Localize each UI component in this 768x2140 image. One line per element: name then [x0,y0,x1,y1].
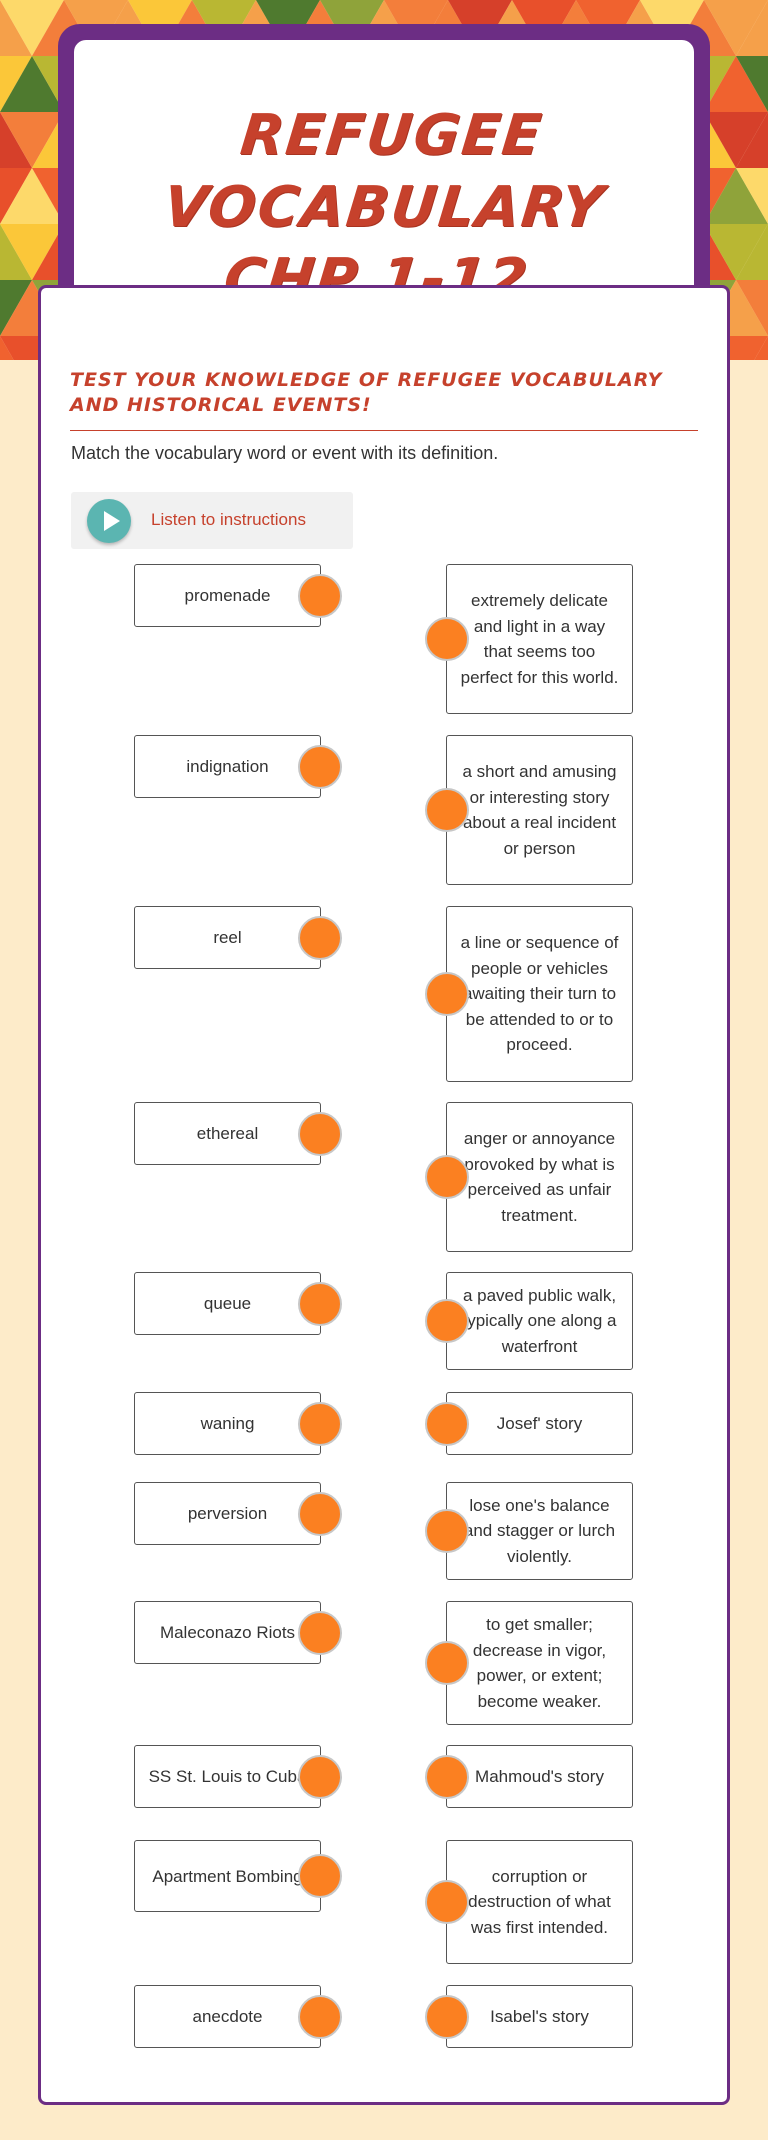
term-box: SS St. Louis to Cuba [134,1745,321,1808]
pattern-triangle [0,224,64,280]
term-connector-dot[interactable] [298,744,342,789]
term-connector-dot[interactable] [298,1281,342,1326]
definition-box: Josef' story [446,1392,633,1455]
pattern-triangle [736,280,768,336]
term-box: promenade [134,564,321,627]
definition-connector-dot[interactable] [425,1641,469,1685]
pattern-triangle [704,168,768,224]
worksheet-subtitle: Test your knowledge of refugee vocabular… [70,369,663,416]
definition-connector-dot[interactable] [425,1880,469,1924]
definition-connector-dot[interactable] [425,1401,469,1446]
term-box: Maleconazo Riots [134,1601,321,1664]
term-connector-dot[interactable] [298,915,342,960]
definition-box: corruption or destruction of what was fi… [446,1840,633,1964]
instruction-text: Match the vocabulary word or event with … [71,443,499,463]
listen-instructions-button[interactable]: Listen to instructions [71,492,353,549]
subtitle-divider [70,430,698,431]
definition-connector-dot[interactable] [425,788,469,832]
pattern-triangle [736,112,768,168]
definition-box: a paved public walk, typically one along… [446,1272,633,1370]
pattern-triangle [736,0,768,56]
pattern-triangle [704,112,768,168]
definition-box: a line or sequence of people or vehicles… [446,906,633,1082]
term-box: perversion [134,1482,321,1545]
definition-box: a short and amusing or interesting story… [446,735,633,885]
term-connector-dot[interactable] [298,1754,342,1799]
definition-box: Isabel's story [446,1985,633,2048]
term-box: Apartment Bombing [134,1840,321,1912]
definition-connector-dot[interactable] [425,1994,469,2039]
term-box: waning [134,1392,321,1455]
play-icon[interactable] [87,499,131,543]
pattern-triangle [704,224,768,280]
listen-instructions-label: Listen to instructions [151,510,306,529]
term-box: queue [134,1272,321,1335]
pattern-triangle [736,224,768,280]
definition-box: extremely delicate and light in a way th… [446,564,633,714]
definition-connector-dot[interactable] [425,617,469,661]
term-connector-dot[interactable] [298,573,342,618]
definition-box: anger or annoyance provoked by what is p… [446,1102,633,1252]
pattern-triangle [0,56,64,112]
term-box: ethereal [134,1102,321,1165]
pattern-triangle [736,168,768,224]
term-box: indignation [134,735,321,798]
term-connector-dot[interactable] [298,1491,342,1536]
pattern-triangle [704,0,768,56]
definition-connector-dot[interactable] [425,1509,469,1553]
pattern-triangle [754,336,768,360]
pattern-triangle [736,56,768,112]
term-box: reel [134,906,321,969]
term-connector-dot[interactable] [298,1111,342,1156]
pattern-triangle [0,112,64,168]
term-box: anecdote [134,1985,321,2048]
definition-box: to get smaller; decrease in vigor, power… [446,1601,633,1725]
definition-connector-dot[interactable] [425,1155,469,1199]
pattern-triangle [0,0,64,56]
term-connector-dot[interactable] [298,1994,342,2039]
pattern-triangle [704,56,768,112]
term-connector-dot[interactable] [298,1401,342,1446]
definition-box: Mahmoud's story [446,1745,633,1808]
page-title: REFUGEE VOCABULARY CHP 1-12 [61,100,708,316]
definition-connector-dot[interactable] [425,1299,469,1343]
definition-connector-dot[interactable] [425,972,469,1016]
term-connector-dot[interactable] [298,1854,342,1898]
pattern-triangle [0,168,64,224]
definition-connector-dot[interactable] [425,1754,469,1799]
term-connector-dot[interactable] [298,1610,342,1655]
definition-box: lose one's balance and stagger or lurch … [446,1482,633,1580]
page-title-line-1: REFUGEE VOCABULARY [160,103,608,240]
